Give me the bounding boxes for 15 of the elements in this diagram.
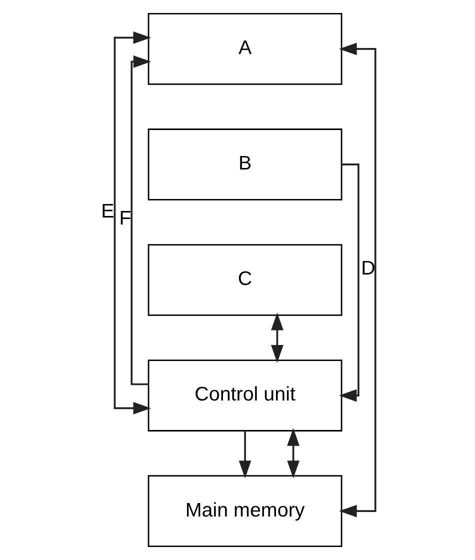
edge-label: D [360,258,375,280]
arrow [338,164,359,402]
edge-label: F [118,208,131,230]
arrow [286,428,300,478]
arrow [130,55,151,386]
arrow [238,430,251,478]
arrow [270,312,283,363]
node-box: Control unit [147,360,342,432]
node-box: B [147,128,342,200]
node-box: A [147,13,342,85]
edge-label: E [100,200,114,223]
arrow [113,31,151,414]
node-box: Main memory [147,475,342,547]
arrow [338,42,376,518]
node-box: C [147,244,342,316]
